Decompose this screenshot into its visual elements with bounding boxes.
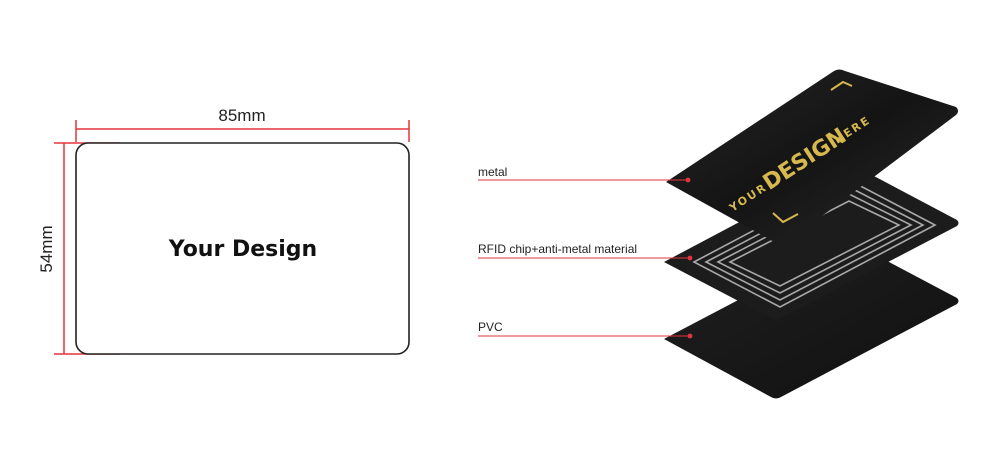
corner-mark-bottom-icon xyxy=(772,212,799,224)
pvc-leader-dot xyxy=(687,333,693,339)
corner-mark-top-icon xyxy=(830,80,853,91)
metal-label: metal xyxy=(478,165,507,179)
metal-layer xyxy=(666,69,958,245)
rfid-label: RFID chip+anti-metal material xyxy=(478,242,637,256)
card-title: Your Design xyxy=(168,237,317,262)
pvc-label: PVC xyxy=(478,320,503,334)
layer-stack-group: YOUR DESIGN HERE metal RFID chip+anti-me… xyxy=(478,69,959,399)
width-label: 85mm xyxy=(218,106,265,125)
rfid-layer xyxy=(664,165,959,320)
height-label: 54mm xyxy=(37,225,56,272)
metal-leader-dot xyxy=(685,177,691,183)
pvc-layer xyxy=(664,243,959,399)
rfid-leader-dot xyxy=(687,255,693,261)
card-outline xyxy=(75,142,410,355)
card-front-group: 85mm 54mm Your Design xyxy=(37,106,410,355)
